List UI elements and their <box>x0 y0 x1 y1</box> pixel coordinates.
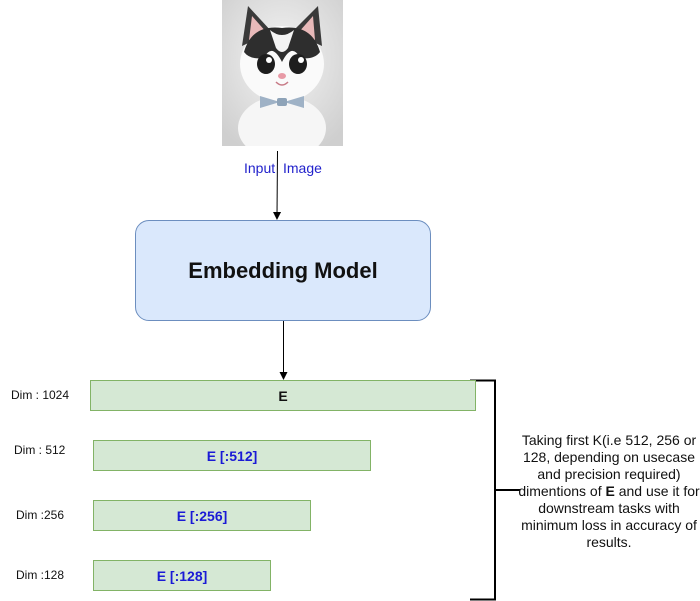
embedding-model-box: Embedding Model <box>135 220 431 321</box>
embedding-bar-full-label: E <box>278 387 288 404</box>
embedding-model-label: Embedding Model <box>188 257 378 283</box>
embedding-bar-128: E [:128] <box>93 560 271 591</box>
explanation-note: Taking first K(i.e 512, 256 or 128, depe… <box>518 432 700 551</box>
dim-label-512: Dim : 512 <box>14 443 66 457</box>
embedding-bar-512-label: E [:512] <box>206 447 258 464</box>
embedding-bar-256: E [:256] <box>93 500 311 531</box>
kitten-image <box>222 0 343 146</box>
embedding-bar-512: E [:512] <box>93 440 371 471</box>
arrow-image-to-model <box>273 150 282 220</box>
dim-label-1024: Dim : 1024 <box>11 388 70 402</box>
note-text-before: Taking first K(i.e 512, 256 or 128, depe… <box>518 432 697 499</box>
input-caption-left: Input <box>244 160 276 176</box>
embedding-bar-128-label: E [:128] <box>156 567 208 584</box>
dim-label-256: Dim :256 <box>16 508 65 522</box>
embedding-bar-full: E <box>90 380 476 411</box>
input-caption-right: Image <box>283 160 322 176</box>
dim-label-128: Dim :128 <box>16 568 65 582</box>
bracket <box>470 379 496 601</box>
note-text-emphasis: E <box>605 483 615 499</box>
embedding-bar-256-label: E [:256] <box>176 507 228 524</box>
note-text-after: and use it for downstream tasks with min… <box>521 483 700 550</box>
